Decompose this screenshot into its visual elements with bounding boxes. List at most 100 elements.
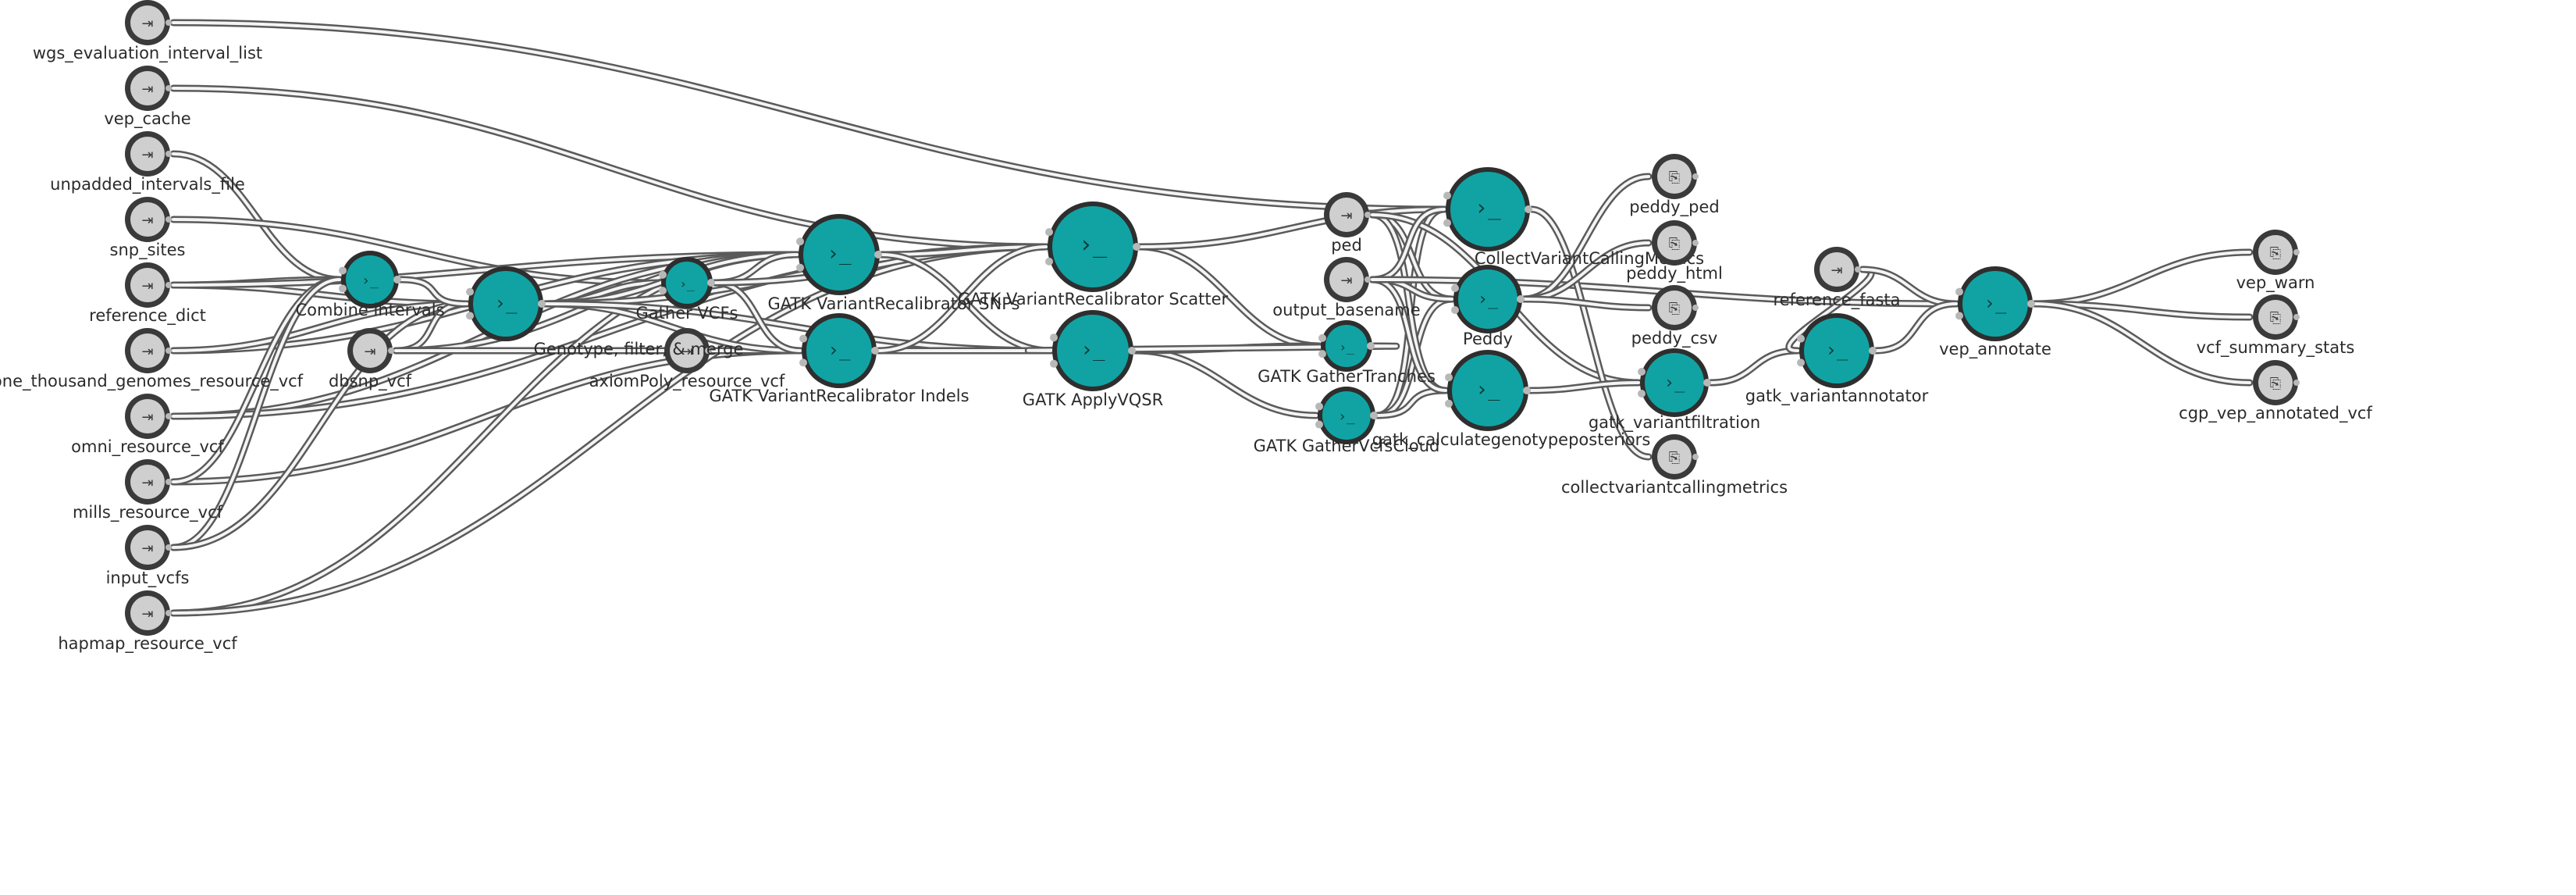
edge-hapmap-resource-vcf-to-vr-scatter [169,243,1050,617]
input-node-axiompoly-resource-vcf[interactable]: ⇥ axiomPoly_resource_vcf [589,328,785,391]
input-node-omni-resource-vcf[interactable]: ⇥ omni_resource_vcf [71,394,224,457]
edge-vep-cache-to-vr-scatter [169,84,1050,251]
input-node-snp-sites[interactable]: ⇥ snp_sites [110,197,186,260]
vcf-summary-stats-label: vcf_summary_stats [2197,338,2355,358]
ped-label: ped [1331,236,1362,255]
output-node-peddy-html[interactable]: ⎘peddy_html [1626,220,1723,283]
edge-reference-fasta-to-gatk-va [1785,266,1875,355]
terminal-prompt-icon: ›_ [1475,194,1501,221]
gather-vcfs-label: Gather VCFs [636,304,738,323]
input-arrow-icon: ⇥ [364,344,375,360]
edge-gatk-cgp-to-gatk-vf [1526,379,1642,394]
step-node-genotype-filter-merge[interactable]: ›_Genotype, filter, & merge [466,266,743,358]
step-node-vr-indels[interactable]: ›_GATK VariantRecalibrator Indels [709,313,970,405]
input-node-unpadded-intervals-file[interactable]: ⇥unpadded_intervals_file [50,131,245,194]
input-arrow-icon: ⇥ [141,344,153,360]
terminal-prompt-icon: ›_ [1984,292,2007,314]
input-arrow-icon: ⇥ [1340,273,1352,289]
input-node-output-basename[interactable]: ⇥ output_basename [1272,257,1421,320]
step-node-peddy[interactable]: ›_Peddy [1451,265,1525,348]
input-node-wgs-evaluation-interval-list[interactable]: ⇥wgs_evaluation_interval_list [33,0,262,63]
terminal-prompt-icon: ›_ [1339,340,1354,355]
peddy-ped-label: peddy_ped [1629,198,1719,217]
step-node-gather-tranches[interactable]: ›_GATK GatherTranches [1258,320,1436,386]
input-arrow-icon: ⇥ [141,409,153,426]
edge-input-vcfs-to-genotype-filter-merge [169,300,471,551]
step-node-combine-intervals[interactable]: ›_ Combine intervals [295,251,445,319]
vr-scatter-label: GATK VariantRecalibrator Scatter [958,290,1229,308]
input-node-reference-dict[interactable]: ⇥ reference_dict [89,262,206,326]
gather-vcfs-cloud-label: GATK GatherVcfsCloud [1254,437,1440,455]
gatk-va-label: gatk_variantannotator [1745,387,1929,406]
step-node-gatk-vf[interactable]: ›_gatk_variantfiltration [1589,348,1760,433]
nodes-layer: ⇥wgs_evaluation_interval_list⇥vep_cache⇥… [0,0,2372,654]
output-file-icon: ⎘ [1669,169,1680,186]
edge-vr-indels-to-vr-scatter [874,243,1050,355]
terminal-prompt-icon: ›_ [1080,338,1105,362]
input-node-vep-cache[interactable]: ⇥vep_cache [104,66,191,129]
edge-one-thousand-genomes-resource-vcf-to-genotype-filter-merge [169,300,471,355]
step-node-gatk-va[interactable]: ›_gatk_variantannotator [1745,313,1929,406]
edge-vr-scatter-to-gather-tranches [1136,243,1323,350]
output-node-cgp-vep-annotated-vcf[interactable]: ⎘cgp_vep_annotated_vcf [2179,360,2372,423]
output-node-peddy-csv[interactable]: ⎘peddy_csv [1631,285,1718,348]
output-node-peddy-ped[interactable]: ⎘ peddy_ped [1629,154,1720,217]
input-node-reference-fasta[interactable]: ⇥reference_fasta [1773,247,1901,310]
step-node-vr-scatter[interactable]: ›_GATK VariantRecalibrator Scatter [958,201,1229,308]
combine-intervals-label: Combine intervals [295,301,444,319]
input-arrow-icon: ⇥ [141,212,153,229]
edge-input-vcfs-to-combine-intervals [169,276,343,551]
output-file-icon: ⎘ [2270,376,2281,392]
input-vcfs-label: input_vcfs [106,569,190,588]
terminal-prompt-icon: ›_ [361,273,379,289]
input-node-ped[interactable]: ⇥ ped [1324,192,1371,255]
reference-dict-label: reference_dict [89,306,206,326]
input-arrow-icon: ⇥ [1831,262,1842,279]
output-file-icon: ⎘ [1669,301,1680,317]
unpadded-intervals-file-label: unpadded_intervals_file [50,175,245,194]
step-node-vr-snps[interactable]: ›_GATK VariantRecalibrator SNPs [768,214,1020,313]
input-arrow-icon: ⇥ [141,540,153,557]
genotype-filter-merge-label: Genotype, filter, & merge [534,340,744,358]
edge-wgs-evaluation-interval-list-to-collect-metrics [169,19,1448,213]
step-node-apply-vqsr[interactable]: ›_GATK ApplyVQSR [1023,310,1163,409]
input-arrow-icon: ⇥ [1340,208,1352,224]
step-node-gather-vcfs[interactable]: ›_Gather VCFs [636,257,738,323]
omni-resource-vcf-label: omni_resource_vcf [71,437,224,457]
axiompoly-resource-vcf-label: axiomPoly_resource_vcf [589,372,785,391]
input-arrow-icon: ⇥ [681,344,692,360]
step-node-gather-vcfs-cloud[interactable]: ›_GATK GatherVcfsCloud [1254,387,1440,455]
input-node-input-vcfs[interactable]: ⇥ input_vcfs [106,525,190,588]
terminal-prompt-icon: ›_ [827,242,852,266]
one-thousand-genomes-resource-vcf-label: one_thousand_genomes_resource_vcf [0,372,304,391]
edge-vr-snps-to-apply-vqsr [877,251,1055,355]
input-node-dbsnp-vcf[interactable]: ⇥dbsnp_vcf [329,328,412,391]
step-node-vep-annotate[interactable]: ›_ vep_annotate [1939,266,2051,359]
vep-cache-label: vep_cache [104,109,190,129]
edge-gather-vcfs-cloud-to-gatk-cgp [1373,387,1450,419]
step-node-gatk-cgp[interactable]: ›_gatk_calculategenotypeposteriors [1372,350,1651,450]
output-node-vep-warn[interactable]: ⎘vep_warn [2236,230,2315,293]
input-node-one-thousand-genomes-resource-vcf[interactable]: ⇥ one_thousand_genomes_resource_vcf [0,328,304,391]
edge-vr-scatter-to-collect-metrics [1136,205,1448,251]
edge-collect-metrics-to-collectvariantcallingmetrics [1528,205,1653,461]
output-node-collectvariantcallingmetrics[interactable]: ⎘collectvariantcallingmetrics [1561,434,1788,497]
input-node-mills-resource-vcf[interactable]: ⇥mills_resource_vcf [73,459,223,522]
gatk-vf-label: gatk_variantfiltration [1589,413,1760,433]
vep-annotate-label: vep_annotate [1939,340,2051,359]
hapmap-resource-vcf-label: hapmap_resource_vcf [58,634,237,654]
output-file-icon: ⎘ [1669,450,1680,466]
input-arrow-icon: ⇥ [141,278,153,294]
edge-vep-annotate-to-vep-warn [2030,248,2254,308]
output-file-icon: ⎘ [1669,236,1680,252]
output-node-vcf-summary-stats[interactable]: ⎘ vcf_summary_stats [2197,294,2355,358]
edge-gatk-vf-to-gatk-va [1706,347,1802,387]
output-basename-label: output_basename [1272,301,1420,320]
output-file-icon: ⎘ [2270,310,2281,326]
input-node-hapmap-resource-vcf[interactable]: ⇥hapmap_resource_vcf [58,590,237,654]
snp-sites-label: snp_sites [110,241,186,260]
input-arrow-icon: ⇥ [141,16,153,32]
vr-indels-label: GATK VariantRecalibrator Indels [709,387,969,405]
terminal-prompt-icon: ›_ [1478,290,1499,309]
